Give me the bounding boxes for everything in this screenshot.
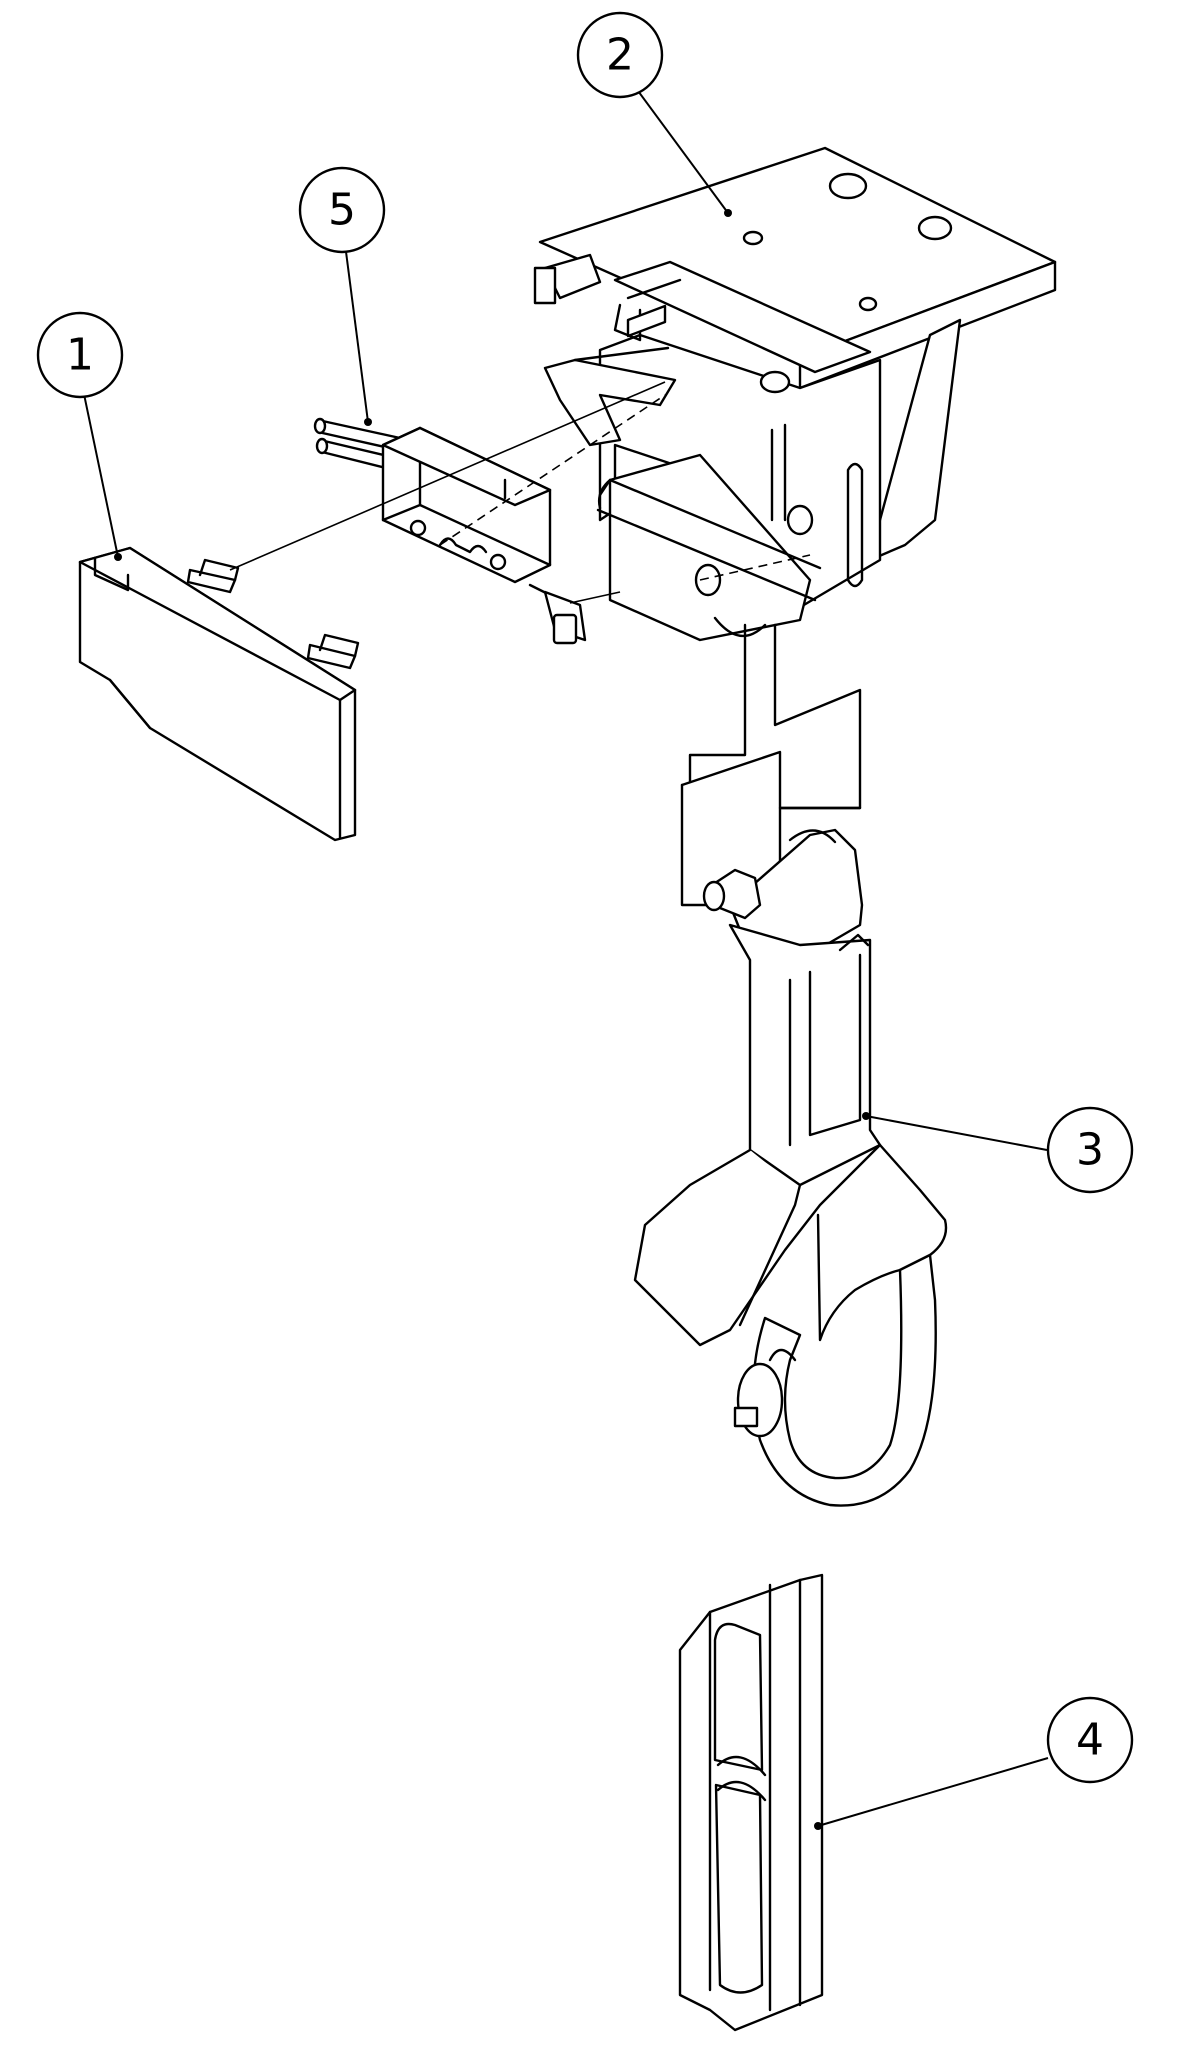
callout-leaders [79, 79, 1049, 1830]
break-connector [680, 623, 862, 907]
part-3-lever [633, 828, 948, 1507]
part-1-cover [78, 546, 360, 842]
callout-5: 5 [298, 166, 386, 254]
callout-4: 4 [1046, 1696, 1134, 1784]
part-4-handle [678, 1573, 824, 2032]
part-5-micro-switch [313, 417, 587, 645]
callout-2-label: 2 [606, 30, 634, 81]
assembly-lines [229, 381, 666, 604]
callout-5-label: 5 [328, 185, 356, 236]
callout-1-label: 1 [66, 330, 94, 381]
callout-2: 2 [576, 11, 664, 99]
callout-4-label: 4 [1076, 1715, 1104, 1766]
part-2-bracket [533, 146, 1057, 642]
callout-3: 3 [1046, 1106, 1134, 1194]
callout-1: 1 [36, 311, 124, 399]
callout-3-label: 3 [1076, 1125, 1104, 1176]
